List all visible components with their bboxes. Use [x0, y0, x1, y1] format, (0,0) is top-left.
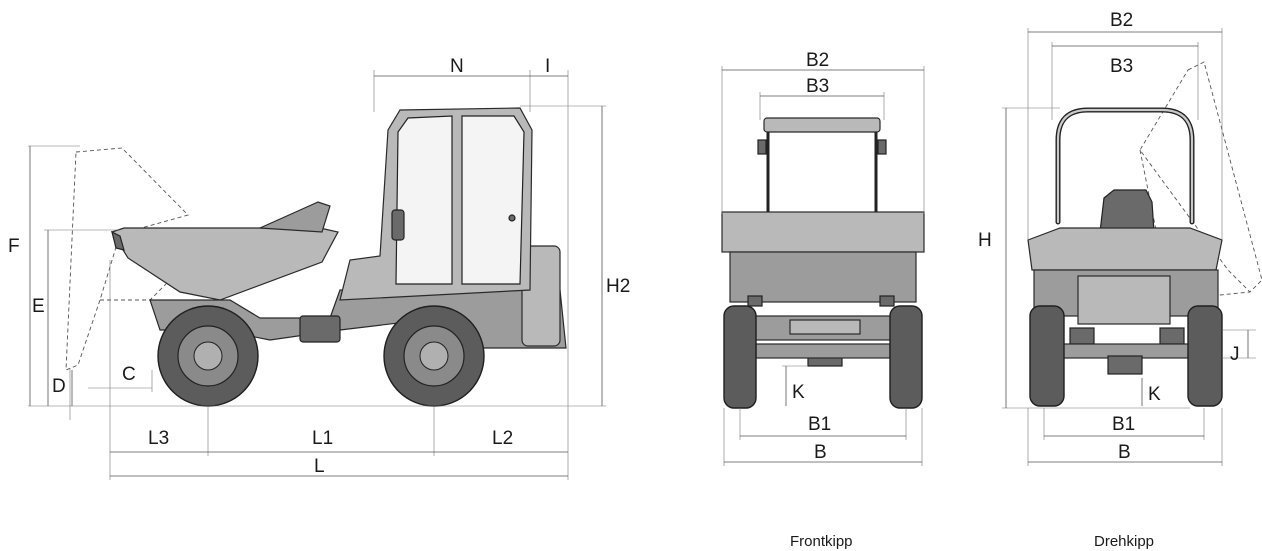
front-wheel — [157, 305, 259, 407]
rear-label-B1: B1 — [1112, 414, 1135, 435]
front-label-K: K — [792, 382, 805, 403]
label-E: E — [32, 296, 45, 317]
side-dimension-lines — [29, 75, 603, 477]
label-H2: H2 — [606, 276, 630, 297]
rear-label-K: K — [1148, 384, 1161, 405]
front-label-B2: B2 — [806, 50, 829, 71]
operator-cab — [339, 107, 533, 301]
front-view-caption: Frontkipp — [790, 533, 853, 550]
label-I: I — [545, 56, 550, 77]
front-left-tire — [723, 305, 757, 409]
rear-dimension-lines — [1005, 31, 1249, 463]
label-D: D — [52, 376, 66, 397]
rear-label-B2: B2 — [1110, 10, 1133, 31]
side-extension-lines — [28, 70, 606, 480]
rear-right-tire — [1187, 305, 1223, 407]
front-right-tire — [889, 305, 923, 409]
front-skip — [721, 211, 925, 307]
label-L2: L2 — [492, 428, 513, 449]
front-dimension-lines — [722, 69, 924, 463]
front-extension-lines — [721, 66, 925, 466]
rear-extension-lines — [1002, 28, 1256, 466]
front-axle — [751, 315, 897, 367]
rear-rops-frame — [1055, 107, 1195, 225]
front-label-B1: B1 — [808, 414, 831, 435]
front-label-B: B — [814, 442, 827, 463]
dumper-skip — [111, 201, 339, 301]
label-L3: L3 — [148, 428, 169, 449]
label-F: F — [8, 236, 20, 257]
front-view: B2 B3 K B1 B Frontkipp — [721, 50, 925, 550]
rear-label-J: J — [1230, 344, 1240, 365]
rear-view: B2 B3 H J K B1 B Drehkipp — [978, 10, 1262, 550]
rear-wheel — [383, 305, 485, 407]
label-L1: L1 — [312, 428, 333, 449]
front-label-B3: B3 — [806, 76, 829, 97]
rear-label-B3: B3 — [1110, 56, 1133, 77]
rear-label-B: B — [1118, 442, 1131, 463]
rear-label-H: H — [978, 230, 992, 251]
side-view: N I F E D C H2 L3 L1 L2 L — [8, 56, 630, 480]
front-rops-frame — [757, 117, 887, 214]
label-N: N — [450, 56, 464, 77]
rear-view-caption: Drehkipp — [1094, 533, 1154, 550]
label-L: L — [314, 456, 325, 477]
rear-left-tire — [1029, 305, 1065, 407]
label-C: C — [122, 364, 136, 385]
